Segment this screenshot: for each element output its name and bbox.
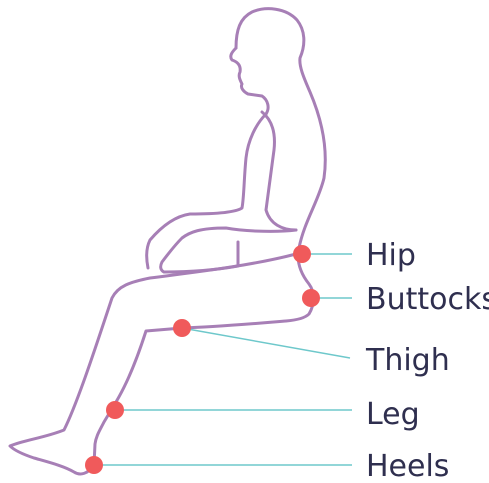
forearm-hand bbox=[161, 228, 296, 272]
torso-front bbox=[147, 114, 266, 268]
labels: Hip Buttocks Thigh Leg Heels bbox=[365, 238, 489, 483]
heels-marker bbox=[85, 456, 103, 474]
leg-label: Leg bbox=[366, 397, 420, 432]
hip-label: Hip bbox=[366, 238, 416, 273]
buttocks-marker bbox=[302, 289, 320, 307]
figure-silhouette bbox=[10, 9, 325, 474]
leg-marker bbox=[106, 401, 124, 419]
thigh-label: Thigh bbox=[365, 343, 450, 378]
leader-lines bbox=[94, 254, 352, 465]
thigh-leader-line bbox=[182, 328, 350, 358]
buttocks-label: Buttocks bbox=[366, 282, 489, 317]
heels-label: Heels bbox=[366, 449, 449, 483]
upper-arm bbox=[262, 112, 296, 230]
pressure-markers bbox=[85, 245, 320, 474]
face-profile bbox=[231, 48, 268, 114]
hip-marker bbox=[293, 245, 311, 263]
thigh-marker bbox=[173, 319, 191, 337]
body-outline bbox=[10, 9, 325, 474]
